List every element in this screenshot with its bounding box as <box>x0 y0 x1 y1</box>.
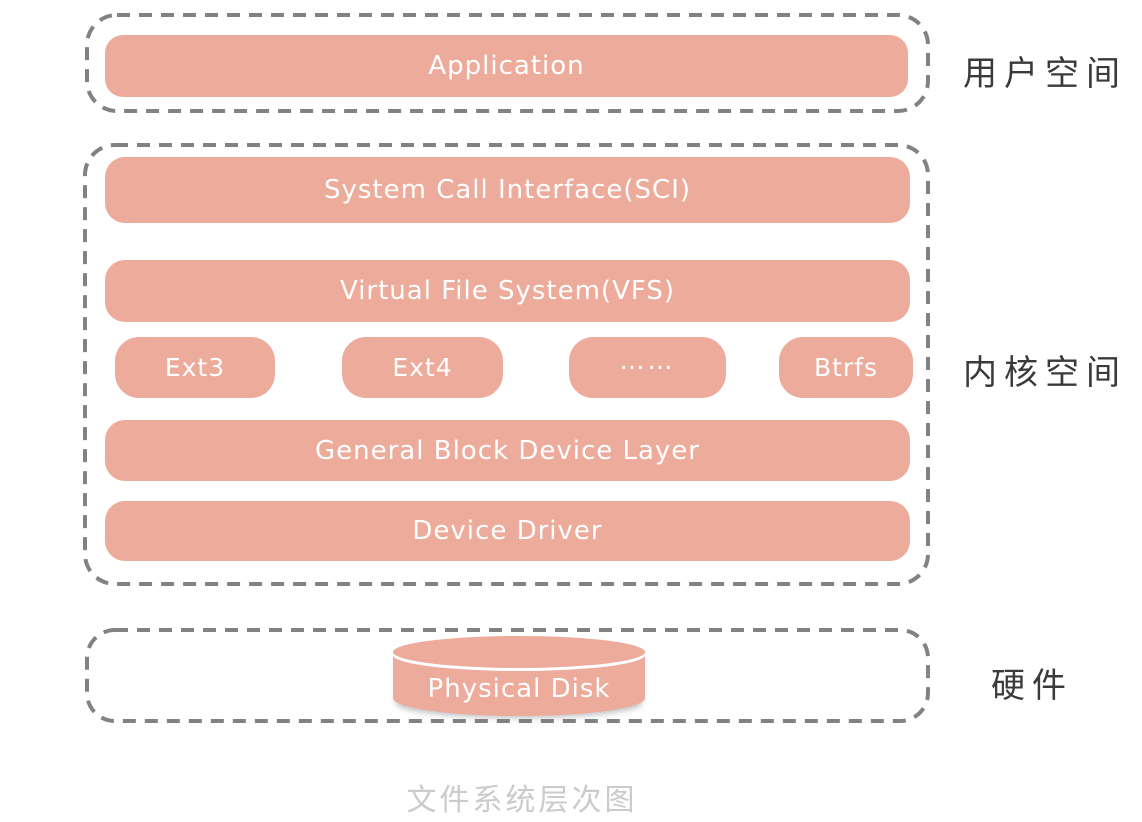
kernel-space-dashed-border <box>83 143 930 586</box>
box-btrfs: Btrfs <box>779 337 913 398</box>
box-other-filesystems-label: …… <box>619 346 676 375</box>
physical-disk-cylinder: Physical Disk <box>393 636 645 718</box>
label-kernel-space: 内核空间 <box>963 353 1127 393</box>
label-hardware: 硬件 <box>991 666 1073 706</box>
box-virtual-file-system: Virtual File System(VFS) <box>105 260 910 322</box>
box-application: Application <box>105 35 908 97</box>
box-btrfs-label: Btrfs <box>813 353 879 382</box>
box-general-block-device-layer: General Block Device Layer <box>105 420 910 481</box>
kernel-space-group: System Call Interface(SCI) Virtual File … <box>83 143 930 586</box>
label-user-space: 用户空间 <box>963 54 1127 94</box>
box-vfs-label: Virtual File System(VFS) <box>339 276 676 306</box>
box-system-call-interface: System Call Interface(SCI) <box>105 157 910 223</box>
box-other-filesystems: …… <box>569 337 726 398</box>
box-ext4-label: Ext4 <box>392 353 453 382</box>
disk-cylinder-top-ellipse <box>393 636 645 668</box>
box-device-driver-label: Device Driver <box>412 516 603 546</box>
box-sci-label: System Call Interface(SCI) <box>323 175 692 205</box>
user-space-dashed-border <box>85 13 930 113</box>
user-space-group: Application <box>85 13 930 113</box>
box-ext3: Ext3 <box>115 337 275 398</box>
physical-disk-label: Physical Disk <box>427 674 611 704</box>
diagram-caption: 文件系统层次图 <box>406 783 638 818</box>
hardware-group: Physical Disk <box>85 628 930 723</box>
box-ext3-label: Ext3 <box>164 353 226 382</box>
box-application-label: Application <box>428 51 585 81</box>
box-block-layer-label: General Block Device Layer <box>315 435 700 466</box>
box-device-driver: Device Driver <box>105 501 910 561</box>
hardware-dashed-border <box>85 628 930 723</box>
box-ext4: Ext4 <box>342 337 503 398</box>
